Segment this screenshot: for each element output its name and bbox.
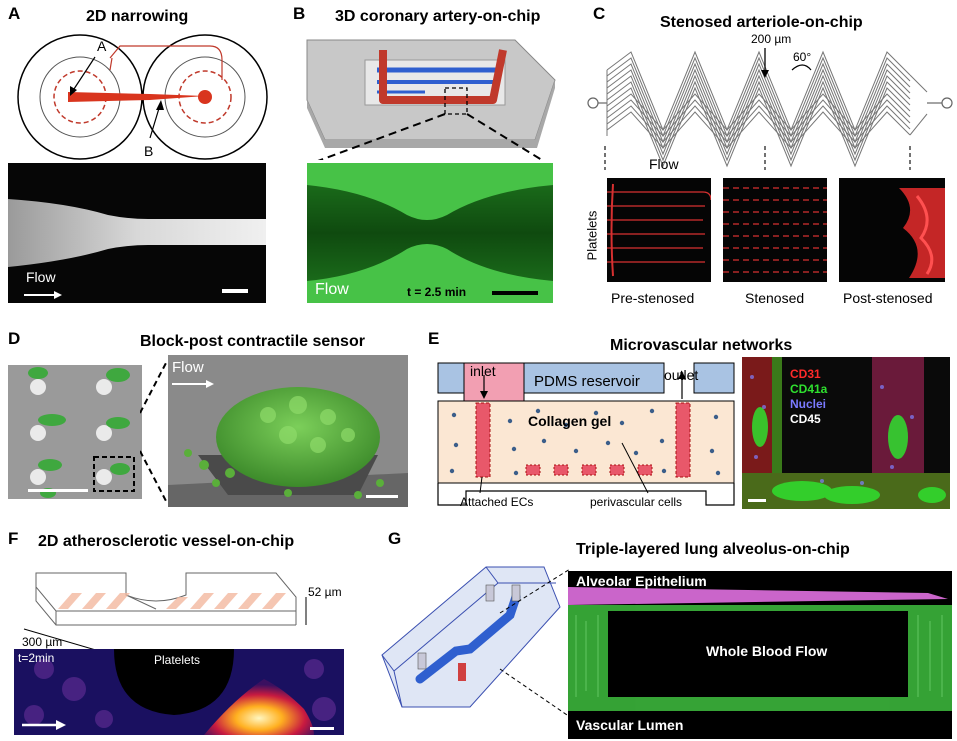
panel-c-title: Stenosed arteriole-on-chip xyxy=(660,14,863,31)
vessel-chip-schematic xyxy=(23,572,307,653)
network-fluorescence-image: CD31 CD41a Nuclei CD45 xyxy=(742,357,950,509)
panel-e-title: Microvascular networks xyxy=(610,337,793,354)
panel-letter-f: F xyxy=(8,529,19,548)
flow-label: Flow xyxy=(649,156,679,172)
marker-nuclei: Nuclei xyxy=(790,397,827,411)
marker-cd31: CD31 xyxy=(790,367,821,381)
flow-arrow xyxy=(24,291,62,299)
panel-f-title: 2D atherosclerotic vessel-on-chip xyxy=(38,533,295,550)
alveolar-epithelium-label: Alveolar Epithelium xyxy=(576,573,707,589)
lung-layers-image: Alveolar Epithelium Whole Blood Flow Vas… xyxy=(568,571,952,739)
attached-ecs-label: Attached ECs xyxy=(460,495,534,509)
outlet-label: outlet xyxy=(664,367,699,383)
whole-blood-flow-label: Whole Blood Flow xyxy=(706,643,828,659)
platelet-aggregate-sem: Flow xyxy=(168,355,408,507)
flow-arrow xyxy=(172,380,214,388)
panel-letter-g: G xyxy=(388,529,402,548)
panel-c: C Stenosed arteriole-on-chip 200 µm xyxy=(584,0,957,320)
panel-letter-a: A xyxy=(8,4,21,23)
post-array-sem xyxy=(8,365,142,499)
panel-letter-c: C xyxy=(593,4,606,23)
microvascular-schematic xyxy=(437,362,735,506)
panel-a-title: 2D narrowing xyxy=(86,8,189,25)
panel-a: A 2D narrowing A B Flow xyxy=(0,0,280,310)
panel-d-title: Block-post contractile sensor xyxy=(140,333,365,350)
stenosed-image xyxy=(723,178,827,282)
caption-post-stenosed: Post-stenosed xyxy=(843,290,933,306)
caption-pre-stenosed: Pre-stenosed xyxy=(611,290,695,306)
panel-e: E Microvascular networks inlet PDMS rese… xyxy=(420,325,957,515)
post-stenosed-image xyxy=(839,178,945,282)
narrowing-micrograph: Flow xyxy=(8,163,266,303)
coronary-chip-schematic xyxy=(306,39,556,160)
time-label: t=2min xyxy=(18,651,55,665)
flow-label: Flow xyxy=(26,269,56,285)
panel-letter-b: B xyxy=(293,4,306,23)
length-label: 300 µm xyxy=(22,635,63,649)
panel-f: F 2D atherosclerotic vessel-on-chip 52 µ… xyxy=(0,525,370,741)
panel-g: G Triple-layered lung alveolus-on-chip xyxy=(370,525,957,741)
marker-cd45: CD45 xyxy=(790,412,821,426)
panel-b: B 3D coronary artery-on-chip Flow t = 2.… xyxy=(285,0,585,310)
marker-cd41a: CD41a xyxy=(790,382,828,396)
panel-letter-d: D xyxy=(8,329,21,348)
width-label: 200 µm xyxy=(751,32,792,46)
coronary-micrograph: Flow t = 2.5 min xyxy=(307,163,553,303)
lung-chip-schematic xyxy=(381,566,571,718)
reservoir-label: PDMS reservoir xyxy=(534,373,640,390)
label-b: B xyxy=(144,143,154,159)
panel-g-title: Triple-layered lung alveolus-on-chip xyxy=(576,541,850,558)
scale-bar xyxy=(222,289,248,293)
pre-stenosed-image xyxy=(607,178,711,282)
collagen-gel-label: Collagen gel xyxy=(528,413,612,429)
platelets-label: Platelets xyxy=(154,653,201,667)
platelet-heatmap-image: t=2min Platelets xyxy=(14,649,344,735)
time-label: t = 2.5 min xyxy=(407,285,467,299)
flow-label: Flow xyxy=(172,359,204,376)
perivascular-label: perivascular cells xyxy=(590,495,683,509)
caption-stenosed: Stenosed xyxy=(745,290,805,306)
panel-b-title: 3D coronary artery-on-chip xyxy=(335,8,541,25)
vascular-lumen-label: Vascular Lumen xyxy=(576,717,684,733)
zigzag-channel-schematic xyxy=(587,48,953,170)
angle-label: 60° xyxy=(793,50,812,64)
marker-legend: CD31 CD41a Nuclei CD45 xyxy=(790,367,827,427)
platelets-axis-label: Platelets xyxy=(584,210,600,261)
inlet-label: inlet xyxy=(470,363,496,379)
flow-label: Flow xyxy=(315,281,349,298)
label-a: A xyxy=(97,38,107,54)
panel-letter-e: E xyxy=(428,329,440,348)
height-label: 52 µm xyxy=(308,585,342,599)
narrowing-chip-schematic xyxy=(17,34,268,160)
panel-d: D Block-post contractile sensor xyxy=(0,325,420,515)
scale-bar xyxy=(492,291,538,295)
